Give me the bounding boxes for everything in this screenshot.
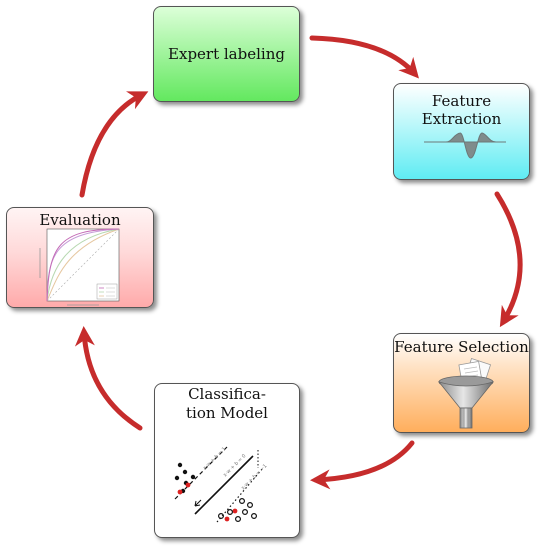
- svg-text:x·w + b = −1: x·w + b = −1: [240, 463, 268, 491]
- node-expert-labeling: Expert labeling: [153, 6, 300, 102]
- node-evaluation: Evaluation: [6, 207, 154, 308]
- node-classification-model: Classifica- tion Model x·w + b = 1 x·w +: [154, 383, 300, 538]
- svm-classifier-plot-icon: x·w + b = 1 x·w + b = 0 x·w + b = −1: [174, 446, 268, 523]
- node-label: Feature Selection: [394, 338, 529, 356]
- node-label: Evaluation: [39, 211, 121, 229]
- node-label: Expert labeling: [168, 45, 285, 63]
- arrow-extraction-to-selection: [494, 191, 523, 328]
- node-feature-selection: Feature Selection: [393, 333, 530, 433]
- arrow-selection-to-classification: [310, 440, 415, 490]
- node-label: Classifica- tion Model: [186, 385, 268, 422]
- svg-text:x·w + b = 1: x·w + b = 1: [202, 446, 227, 471]
- roc-curves-plot-icon: [39, 228, 120, 306]
- arrow-labeling-to-extraction: [309, 35, 419, 79]
- node-label: Feature Extraction: [421, 92, 502, 128]
- arrow-classification-to-evaluation: [74, 326, 143, 431]
- arrow-evaluation-to-labeling: [79, 91, 149, 198]
- waveform-icon: [424, 132, 506, 159]
- node-feature-extraction: Feature Extraction: [393, 83, 530, 180]
- funnel-filter-icon: [437, 358, 495, 429]
